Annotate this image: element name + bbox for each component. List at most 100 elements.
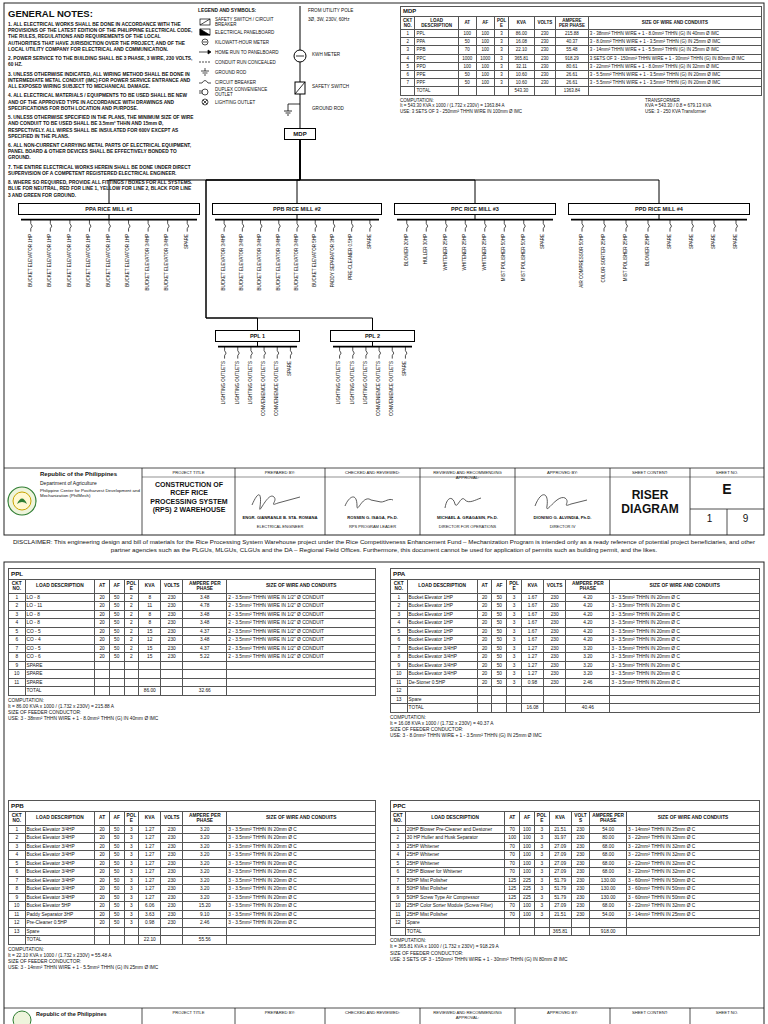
cell-text: PPL: [416, 31, 425, 36]
table-cell: 8: [139, 619, 161, 628]
cell-text: 0.98: [145, 920, 154, 925]
table-cell: 3: [507, 661, 522, 670]
table-cell: 6.06: [139, 902, 161, 911]
table-row: 5CO - 520502152304.372 - 3.5mm² THHN WIR…: [9, 627, 376, 636]
table-cell: 3.20: [183, 842, 227, 851]
computation-line: It = 543.30 KVA x 1000 / (1.732 x 230V) …: [400, 103, 635, 109]
cell-text: 3: [130, 835, 133, 840]
header-cell: AMPERE PER PHASE: [590, 811, 627, 825]
cell-text: 3 - 22mm² THHN IN 32mm Ø C: [628, 869, 695, 874]
cell-text: 3 - 3.5mm² THHN IN 20mm Ø C: [611, 680, 679, 685]
title-block-text: RISER DIAGRAM: [612, 488, 688, 517]
table-cell: 9.10: [183, 910, 227, 919]
title-block-text: DIONISIO G. ALVINDIA, Ph.D.: [517, 515, 608, 520]
header-cell: VOLTS: [161, 579, 183, 593]
cell-text: 3 - 3.5mm² THHN IN 20mm Ø C: [228, 869, 296, 874]
title-block-line: [4, 468, 764, 469]
table-cell: PPC: [415, 54, 458, 62]
table-cell: 2 - 3.5mm² THHN WIRE IN 1/2" Ø CONDUIT: [227, 610, 376, 619]
cell-text: 27.09: [554, 852, 566, 857]
table-cell: 4.20: [566, 619, 610, 628]
header-cell: KVA: [549, 811, 571, 825]
table-cell: 230: [571, 851, 589, 860]
table-cell: 125: [505, 876, 520, 885]
cell-text: Bucket Elevator 1HP: [409, 629, 453, 634]
table-cell: 50: [492, 661, 507, 670]
table-cell: 20: [95, 644, 110, 653]
cell-text: 20: [99, 612, 104, 617]
column-header: AF: [482, 20, 488, 25]
cell-text: 20: [482, 612, 487, 617]
signature: [535, 495, 587, 509]
title-block-text: Republic of the Philippines: [36, 1011, 140, 1017]
table-cell: 12: [139, 636, 161, 645]
cell-text: 1.27: [528, 646, 537, 651]
cell-text: 16.08: [516, 39, 527, 44]
table-cell: 50: [492, 627, 507, 636]
legend-text: SAFETY SWITCH / CIRCUIT BREAKER: [215, 17, 284, 27]
table-cell: 2 - 3.5mm² THHN WIRE IN 1/2" Ø CONDUIT: [227, 602, 376, 611]
table-cell: 3.20: [183, 893, 227, 902]
table-cell: [109, 927, 124, 936]
cell-text: 10: [396, 671, 401, 676]
legend-symbol-group: [199, 81, 211, 84]
table-cell: 11: [139, 602, 161, 611]
table-cell: Bucket Elevator 1HP: [407, 610, 477, 619]
table-cell: TOTAL: [415, 87, 458, 95]
table-cell: [124, 661, 139, 670]
cell-text: 1.27: [528, 663, 537, 668]
legend-item: KILOWATT-HOUR METER: [198, 37, 284, 47]
branch-circuit-label: SPARE: [541, 234, 546, 249]
table-cell: 3 - 3.5mm² THHN IN 20mm Ø C: [610, 627, 760, 636]
feeder-lines: [109, 140, 659, 330]
table-heading-row: PPB: [9, 801, 376, 812]
computation-line: COMPUTATION:: [8, 698, 376, 704]
feeder-line: [206, 140, 300, 330]
legend-text: LIGHTING OUTLET: [215, 100, 255, 105]
circuit-breaker-symbol: [648, 220, 650, 232]
legend-item: LIGHTING OUTLET: [198, 97, 284, 107]
table-cell: 5: [391, 859, 406, 868]
cell-text: 230: [541, 56, 549, 61]
circuit-breaker-symbol: [670, 220, 672, 232]
cell-text: 3.48: [200, 620, 209, 625]
table-cell: 2 - 3.5mm² THHN WIRE IN 1/2" Ø CONDUIT: [227, 644, 376, 653]
cell-text: 8: [397, 886, 400, 891]
branch-circuit-label: BUCKET ELEVATOR 1HP: [68, 234, 73, 287]
table-cell: 100: [458, 30, 476, 38]
cell-text: 50: [114, 595, 119, 600]
table-heading-cell: PPC: [391, 801, 760, 812]
cell-text: 40.37: [566, 39, 577, 44]
branch-circuit-label: BLOWER 20HP: [405, 234, 410, 266]
title-block-line: [420, 468, 421, 535]
cell-text: 11: [147, 603, 152, 608]
table-cell: 230: [161, 636, 183, 645]
table-cell: 1.27: [139, 868, 161, 877]
table-cell: 2: [401, 38, 415, 46]
legend-text: KILOWATT-HOUR METER: [215, 40, 269, 45]
table-cell: 11: [9, 678, 26, 687]
riser-label: SAFETY SWITCH: [312, 84, 349, 89]
table-cell: 3 - 14mm² THHN IN 25mm Ø C: [627, 825, 760, 834]
table-cell: 230: [534, 54, 556, 62]
cell-text: 230: [541, 80, 549, 85]
header-cell: KVA: [509, 16, 534, 29]
table-cell: Pre-Cleaner 0.5HP: [25, 919, 95, 928]
header-cell: AT: [458, 16, 476, 29]
table-cell: 100: [476, 70, 494, 78]
table-cell: 4.37: [183, 627, 227, 636]
title-block-text: DIRECTOR IV: [517, 525, 608, 530]
panel-schedule: PPACKT NO.LOAD DESCRIPTIONATAFPOLEKVAVOL…: [390, 568, 760, 740]
legend-symbol: [198, 88, 212, 96]
table-cell: 50: [109, 885, 124, 894]
circuit-breaker-symbol: [290, 347, 292, 359]
cell-text: 50: [497, 680, 502, 685]
transformer-line: TRANSFORMER: [645, 98, 760, 104]
kwh-meter-symbol: [296, 56, 304, 57]
table-cell: 230: [571, 868, 589, 877]
table-row: 9Bucket Elevator 3/4HP205031.272303.203 …: [9, 893, 376, 902]
cell-text: 130.00: [601, 878, 616, 883]
table-cell: 20: [95, 602, 110, 611]
header-cell: POLE: [124, 811, 139, 825]
cell-text: 27.09: [554, 869, 566, 874]
